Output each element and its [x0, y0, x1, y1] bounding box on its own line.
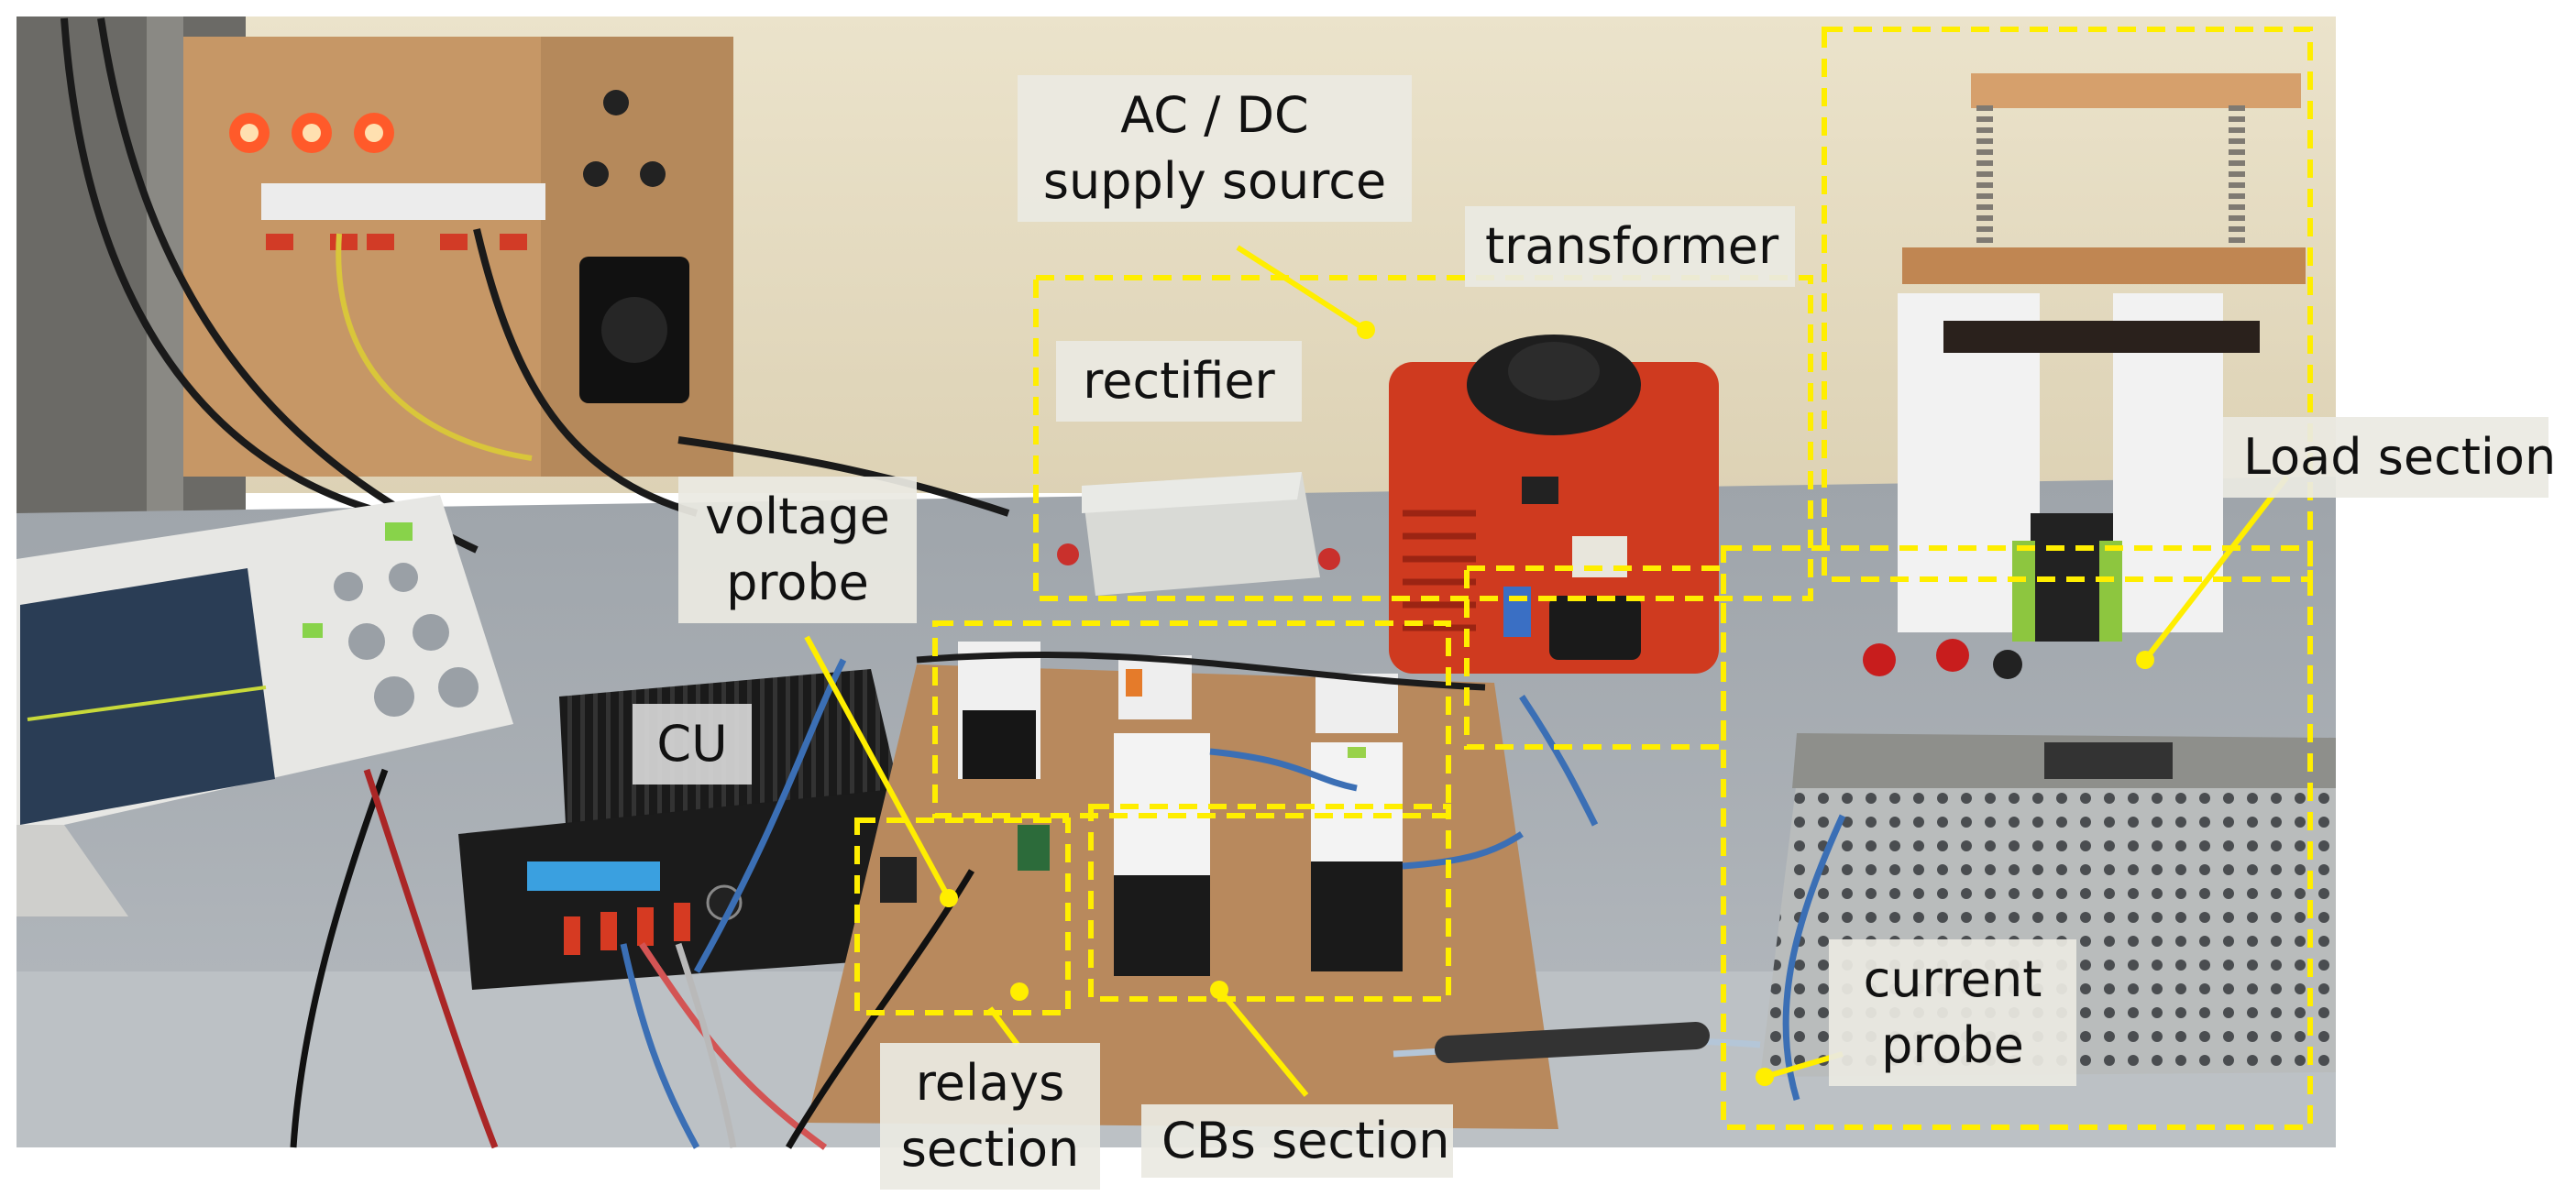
load-middle-bar: [1902, 247, 2306, 284]
highlight-ac-dc-supply: [1033, 275, 1813, 601]
indicator-strip: [261, 183, 545, 220]
label-rectifier-text: rectifier: [1083, 352, 1275, 410]
label-voltage-probe: voltage probe: [678, 477, 917, 623]
label-relays-line-1: relays: [915, 1054, 1065, 1112]
contactor-2-base: [1311, 861, 1403, 971]
label-current-line-1: current: [1863, 950, 2042, 1008]
highlight-load-section: [1721, 545, 2313, 1130]
label-current-probe: current probe: [1829, 939, 2076, 1086]
load-springs: [1976, 105, 2245, 247]
label-cbs-section: CBs section: [1141, 1104, 1453, 1178]
oscilloscope-screen: [20, 568, 275, 825]
transformer-label-plate: [1503, 587, 1531, 637]
load-core-accent-left: [2012, 541, 2035, 642]
highlight-load-top: [1822, 27, 2313, 582]
leader-dots: [940, 321, 2154, 1086]
lamp-glow-3: [365, 124, 383, 142]
rectifier-terminal-2: [1318, 548, 1340, 570]
transformer-vents: [1403, 510, 1476, 631]
label-current-line-2: probe: [1881, 1016, 2024, 1074]
oscilloscope-trace: [27, 686, 267, 721]
contactor-orange-tab: [1126, 669, 1142, 697]
rectifier-terminal-1: [1057, 543, 1079, 565]
label-transformer-text: transformer: [1485, 217, 1779, 275]
panel-terminals: [266, 234, 527, 250]
load-top-bar: [1971, 73, 2301, 108]
resistor-slider: [2044, 742, 2173, 779]
bench-cables: [290, 651, 1846, 1150]
transformer-outlet: [1549, 596, 1641, 660]
oscilloscope-green-button: [385, 522, 413, 541]
yellow-wire: [336, 233, 533, 461]
highlight-regions: [854, 27, 2313, 1130]
label-transformer: transformer: [1465, 206, 1795, 287]
label-cbs-section-text: CBs section: [1161, 1112, 1450, 1169]
highlight-cbs-section: [1088, 804, 1451, 1002]
load-terminal-1: [1863, 643, 1896, 676]
panel-socket-1: [603, 90, 629, 115]
label-cu-text: CU: [656, 715, 728, 773]
lamp-glow-1: [240, 124, 259, 142]
leader-lines: [804, 245, 2290, 1097]
relay-green: [1018, 825, 1050, 871]
highlight-transformer: [1464, 565, 1726, 750]
load-plate: [1943, 321, 2260, 353]
panel-socket-3: [640, 161, 666, 187]
label-cu: CU: [633, 704, 752, 785]
oscilloscope-knobs: [334, 563, 479, 717]
load-core-accent-right: [2099, 541, 2122, 642]
control-unit-terminals: [564, 903, 690, 955]
wall-cables: [61, 17, 1010, 554]
load-terminal-3: [1993, 650, 2022, 679]
label-ac-dc-line-1: AC / DC: [1120, 86, 1309, 144]
transformer-switch: [1522, 477, 1558, 504]
relay-small: [880, 857, 917, 903]
oscilloscope-base: [17, 825, 128, 916]
label-load-section-text: Load section: [2243, 428, 2557, 486]
label-relays-line-2: section: [900, 1120, 1080, 1178]
highlight-relays-section: [854, 817, 1071, 1015]
contactor-1-base: [1114, 875, 1210, 976]
relay-module-1-base: [963, 710, 1036, 779]
load-terminal-2: [1936, 639, 1969, 672]
label-load-section: Load section: [2223, 417, 2557, 498]
oscilloscope-green-button-2: [303, 623, 323, 638]
label-ac-dc-line-2: supply source: [1042, 152, 1387, 210]
contactor-2-indicator: [1348, 747, 1366, 758]
label-ac-dc-supply-source: AC / DC supply source: [1018, 75, 1412, 222]
panel-socket-2: [583, 161, 609, 187]
control-unit-lcd: [527, 861, 660, 891]
label-relays-section: relays section: [880, 1043, 1100, 1190]
contactor-2: [1311, 742, 1403, 861]
transformer-knob: [1508, 342, 1600, 400]
label-voltage-line-1: voltage: [705, 488, 890, 545]
lamp-glow-2: [303, 124, 321, 142]
rectifier-box-lid: [1082, 472, 1302, 513]
outlet-face: [601, 297, 667, 363]
transformer-meter: [1572, 536, 1627, 577]
current-probe-clamp: [1435, 1022, 1710, 1063]
label-voltage-line-2: probe: [726, 554, 869, 611]
label-rectifier: rectifier: [1056, 341, 1302, 422]
